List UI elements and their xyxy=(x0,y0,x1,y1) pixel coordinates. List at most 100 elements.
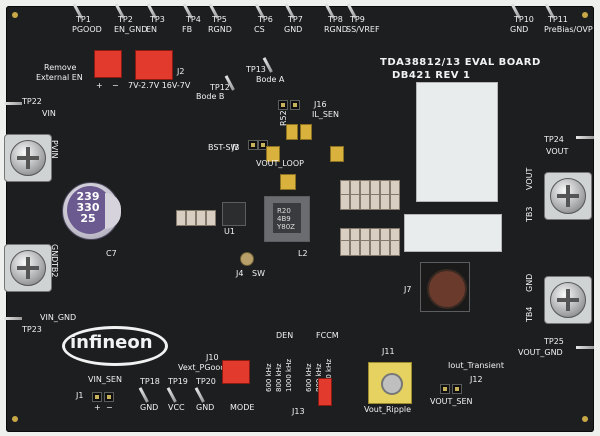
loop-pad-4 xyxy=(330,146,344,162)
tp25-pin[interactable] xyxy=(576,346,594,349)
silk-label-area xyxy=(416,82,498,202)
gnd-right-label: GND xyxy=(525,273,534,292)
output-capacitor xyxy=(380,194,390,210)
tb3-label: TB3 xyxy=(525,206,534,222)
tb1-screw-terminal[interactable] xyxy=(4,134,52,182)
tp24-pin[interactable] xyxy=(576,136,594,139)
tp22-pin[interactable] xyxy=(4,102,22,105)
j1-label: J1 xyxy=(76,391,84,400)
tb3-screw-terminal[interactable] xyxy=(544,172,592,220)
frequency-option-label: 600 kHz xyxy=(305,363,313,392)
u1-ic xyxy=(222,202,246,226)
cap-text-2: 330 xyxy=(76,201,100,214)
loop-pad-2 xyxy=(300,124,312,140)
testpoint-id: TP10 xyxy=(514,15,534,24)
vout-side-label: VOUT xyxy=(525,167,534,190)
input-cap-3 xyxy=(196,210,206,226)
tp25-label: TP25 xyxy=(544,337,564,346)
input-cap-1 xyxy=(176,210,186,226)
en-jumper[interactable] xyxy=(94,50,122,78)
tb2-screw-terminal[interactable] xyxy=(4,244,52,292)
pvin-label: PVIN xyxy=(50,140,59,159)
output-capacitor xyxy=(380,240,390,256)
testpoint-label: EN_GND xyxy=(114,25,148,34)
remove-label: Remove xyxy=(44,63,77,72)
testpoint-id: TP3 xyxy=(150,15,165,24)
tp20-label: TP20 xyxy=(196,377,216,386)
testpoint-id: TP2 xyxy=(118,15,133,24)
tp19-label: TP19 xyxy=(168,377,188,386)
frequency-jumper[interactable] xyxy=(318,378,332,406)
vin-label: VIN xyxy=(42,109,56,118)
bode-b-label: Bode B xyxy=(196,92,225,101)
testpoint-label: PGOOD xyxy=(72,25,102,34)
voltage-range-jumper[interactable] xyxy=(135,50,173,80)
tb4-label: TB4 xyxy=(525,306,534,322)
tp22-label: TP22 xyxy=(22,97,42,106)
j12-header-2[interactable] xyxy=(452,384,462,394)
testpoint-label: RGND xyxy=(208,25,232,34)
cap-text-1: 239 xyxy=(76,190,100,203)
testpoint-label: PreBias/OVP xyxy=(544,25,593,34)
gnd-bottom-label: GND xyxy=(140,403,159,412)
testpoint-label: GND xyxy=(510,25,529,34)
board-title: TDA38812/13 EVAL BOARD xyxy=(380,57,541,68)
input-cap-4 xyxy=(206,210,216,226)
j11-sma-connector[interactable] xyxy=(368,362,412,404)
silk-table-area xyxy=(404,214,502,252)
testpoint-label: SS/VREF xyxy=(346,25,380,34)
vin-sen-label: VIN_SEN xyxy=(88,375,122,384)
j16-label: J16 xyxy=(314,100,327,109)
frequency-option-label: 800 kHz xyxy=(275,363,283,392)
bode-a-label: Bode A xyxy=(256,75,285,84)
testpoint-id: TP8 xyxy=(328,15,343,24)
vout-loop-label: VOUT_LOOP xyxy=(256,159,304,168)
voltage-range-label: 7V-2.7V 16V-7V xyxy=(128,81,191,90)
vcc-label: VCC xyxy=(168,403,185,412)
testpoint-label: RGND xyxy=(324,25,348,34)
testpoint-id: TP9 xyxy=(350,15,365,24)
j12-label: J12 xyxy=(470,375,483,384)
inductor-text-1: R20 xyxy=(277,207,291,215)
j3-header[interactable] xyxy=(248,140,258,150)
testpoint-label: FB xyxy=(182,25,193,34)
u1-label: U1 xyxy=(224,227,235,236)
il-sen-label: IL_SEN xyxy=(312,110,339,119)
input-cap-2 xyxy=(186,210,196,226)
testpoint-id: TP5 xyxy=(212,15,227,24)
j4-label: J4 xyxy=(236,269,244,278)
gnd-left-label: GND xyxy=(50,244,59,263)
testpoint-label: GND xyxy=(284,25,303,34)
j12-header-1[interactable] xyxy=(440,384,450,394)
tb2-label: TB2 xyxy=(50,262,59,278)
tb4-screw-terminal[interactable] xyxy=(544,276,592,324)
j4-sw-pad[interactable] xyxy=(240,252,254,266)
j11-label: J11 xyxy=(382,347,395,356)
output-capacitor xyxy=(370,194,380,210)
c7-capacitor: 239 330 25 xyxy=(62,182,121,240)
vext-jumper[interactable] xyxy=(222,360,250,384)
j16-header[interactable] xyxy=(278,100,288,110)
external-en-label: External EN xyxy=(36,73,83,82)
mount-hole-tr xyxy=(582,12,588,18)
j1-header-2[interactable] xyxy=(104,392,114,402)
output-capacitor xyxy=(370,240,380,256)
output-capacitor xyxy=(350,194,360,210)
loop-pad-1 xyxy=(286,124,298,140)
j16-header-pin[interactable] xyxy=(290,100,300,110)
output-capacitor xyxy=(340,194,350,210)
tp23-pin[interactable] xyxy=(4,317,22,320)
output-capacitor xyxy=(360,240,370,256)
bst-sw-label: BST-SW xyxy=(208,143,239,152)
output-capacitor xyxy=(390,240,400,256)
j7-connector[interactable] xyxy=(420,262,470,312)
tp12-label: TP12 xyxy=(210,83,230,92)
infineon-logo: infineon xyxy=(70,332,153,353)
j1-header-1[interactable] xyxy=(92,392,102,402)
mount-hole-tl xyxy=(12,12,18,18)
den-label: DEN xyxy=(276,331,294,340)
testpoint-label: CS xyxy=(254,25,265,34)
j3-header-pin[interactable] xyxy=(258,140,268,150)
testpoint-label: EN xyxy=(146,25,158,34)
tp24-label: TP24 xyxy=(544,135,564,144)
